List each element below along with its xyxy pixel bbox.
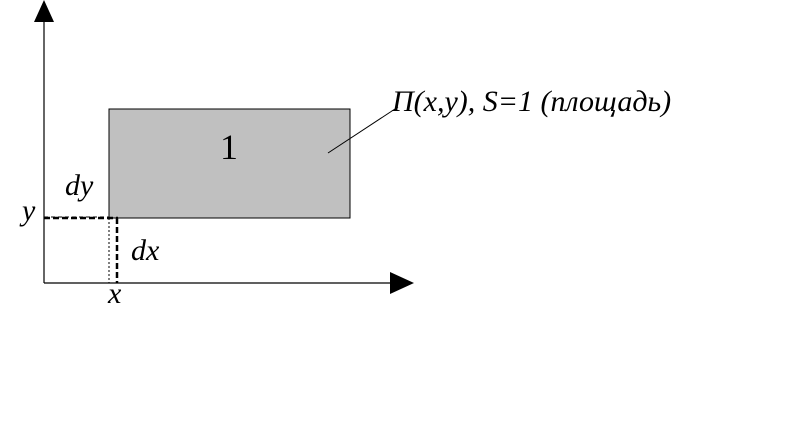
y-axis-arrow-icon — [34, 0, 54, 22]
x-label: x — [107, 277, 122, 310]
dx-label: dx — [131, 234, 160, 267]
region-rectangle — [108, 108, 351, 219]
callout-leader-line — [327, 106, 399, 154]
callout-text: Π(x,y), S=1 (площадь) — [391, 85, 671, 118]
y-label: y — [19, 194, 36, 227]
dy-label: dy — [65, 169, 94, 202]
x-axis-arrow-icon — [390, 272, 414, 294]
rect-label: 1 — [220, 127, 238, 167]
